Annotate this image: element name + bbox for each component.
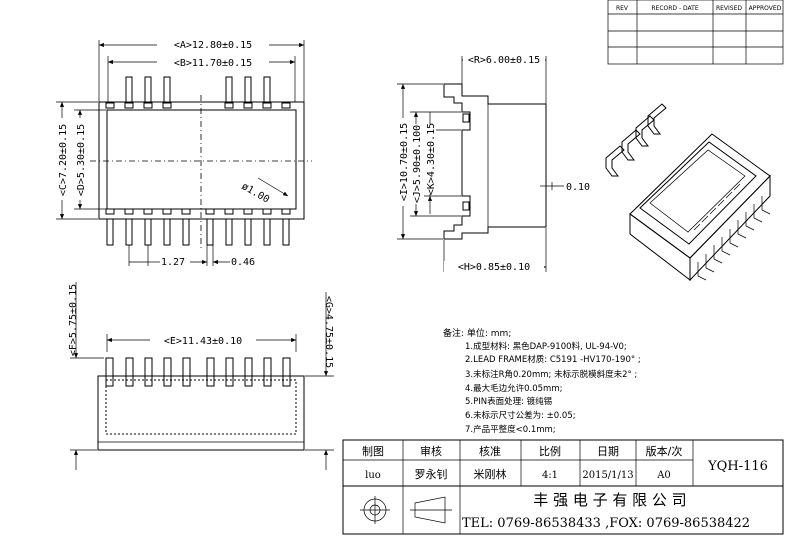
date-value: 2015/1/13 — [582, 470, 633, 481]
revision-table: REV RECORD - DATE REVISED APPROVED — [607, 0, 784, 65]
side-view: <R>6.00±0.15 <I>10.70±0.15 <J>5.90±0.100… — [397, 53, 590, 273]
notes-heading: 备注: 单位: mm; — [443, 327, 511, 339]
dimension-a: <A>12.80±0.15 — [174, 40, 252, 51]
top-pads — [105, 102, 291, 109]
notes: 备注: 单位: mm; 1.成型材料: 黑色DAP-9100料, UL-94-V… — [443, 327, 641, 435]
note-line: 2.LEAD FRAME材质: C5191 -HV170-190° ; — [465, 354, 641, 365]
company-name: 丰 强 电 子 有 限 公 司 — [533, 491, 686, 509]
dimension-d: <D>5.30±0.15 — [76, 124, 87, 196]
top-pins — [125, 76, 271, 104]
revised-header: REVISED — [716, 5, 742, 12]
pitch-dimension: 1.27 — [161, 257, 185, 268]
date-header: 日期 — [597, 445, 619, 458]
version-header: 版本/次 — [646, 444, 683, 458]
dimension-g: <G>4.75±0.15 — [323, 296, 334, 368]
drawn-by-value: luo — [365, 470, 381, 481]
title-block: 制图 审核 核准 比例 日期 版本/次 luo 罗永钊 米刚林 4:1 2015… — [342, 439, 784, 535]
rev-header: REV — [616, 5, 629, 12]
note-line: 6.未标示尺寸公差为: ±0.05; — [465, 410, 576, 421]
approved-by-value: 米刚林 — [474, 467, 507, 481]
dimension-c: <C>7.20±0.15 — [58, 124, 69, 196]
front-view: <E>11.43±0.10 <F>5.75±0.15 <G>4.75 — [68, 282, 334, 470]
front-pins — [105, 357, 291, 387]
drawn-by-header: 制图 — [362, 445, 384, 458]
dimension-j: <J>5.90±0.100 — [412, 125, 423, 203]
approved-by-header: 核准 — [479, 444, 501, 458]
note-line: 1.成型材料: 黑色DAP-9100料, UL-94-V0; — [465, 341, 627, 352]
radius-label: ø1.00 — [240, 181, 272, 206]
pin-width-dimension: 0.46 — [231, 257, 255, 268]
note-line: 7.产品平整度<0.1mm; — [465, 424, 556, 435]
reviewed-by-header: 审核 — [420, 444, 442, 458]
note-line: 5.PIN表面处理: 镀纯锡 — [465, 396, 553, 407]
part-number: YQH-116 — [707, 459, 768, 474]
dimension-b: <B>11.70±0.15 — [174, 58, 252, 69]
dimension-h: <H>0.85±0.10 — [458, 262, 530, 273]
approved-header: APPROVED — [749, 5, 782, 12]
bottom-pads — [105, 208, 291, 215]
scale-value: 4:1 — [542, 470, 558, 481]
contact-info: TEL: 0769-86538433 ,FOX: 0769-86538422 — [462, 516, 750, 531]
dimension-k: <K>4.30±0.15 — [426, 123, 437, 195]
bottom-pins — [106, 218, 290, 246]
record-date-header: RECORD - DATE — [651, 5, 698, 12]
dimension-f: <F>5.75±0.15 — [68, 284, 79, 356]
dimension-i: <I>10.70±0.15 — [399, 123, 410, 201]
reviewed-by-value: 罗永钊 — [415, 467, 448, 481]
dimension-r: <R>6.00±0.15 — [468, 55, 540, 66]
note-line: 4.最大毛边允许0.05mm; — [465, 383, 562, 394]
projection-symbol — [360, 496, 452, 524]
scale-header: 比例 — [539, 444, 561, 458]
dimension-e: <E>11.43±0.10 — [164, 336, 242, 347]
top-view: <A>12.80±0.15 <B>11.70±0.15 — [56, 38, 312, 268]
flatness-dimension: 0.10 — [566, 182, 590, 193]
note-line: 3.未标注R角0.20mm; 未标示脱模斜度未2° ; — [465, 369, 637, 380]
version-value: A0 — [656, 470, 671, 481]
isometric-view — [605, 103, 771, 282]
